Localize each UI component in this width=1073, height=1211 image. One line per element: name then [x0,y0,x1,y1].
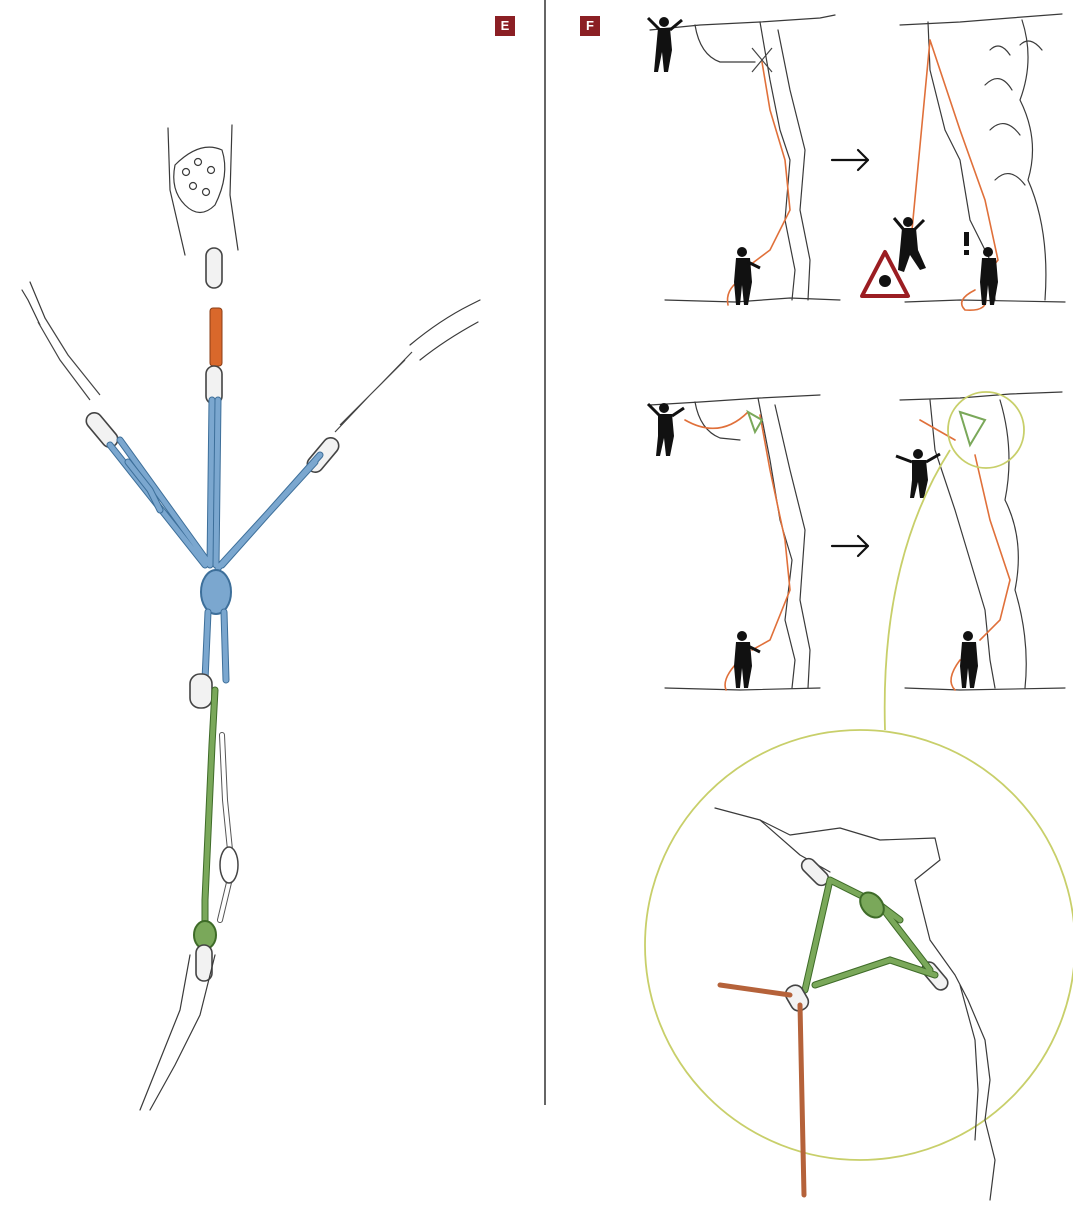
climber-figure-3 [648,403,684,456]
anchor-diagram-e [22,125,480,1110]
zoom-circle [645,730,1073,1160]
top-bolt [168,125,238,255]
green-rope [140,690,238,1110]
carabiner-top [206,248,222,288]
belayer-figure-4 [960,631,978,688]
arrow-right-icon [832,150,868,170]
master-carabiner [190,674,212,708]
orange-sling [210,308,222,366]
belayer-figure-2 [980,247,998,305]
climber-figure-4 [896,449,940,498]
overhand-knot [201,570,231,614]
coil [220,847,238,883]
scene-1-before [648,15,840,305]
scene-3-before [648,395,820,690]
left-anchor [22,282,121,450]
belayer-figure [734,247,760,305]
falling-climber [894,217,926,272]
carabiner-left [83,410,121,451]
right-anchor [304,300,480,475]
exclamation-icon [964,232,969,255]
climber-figure [648,17,682,72]
zoom-source-circle [948,392,1024,468]
scene-4-after [896,392,1065,690]
scene-2-after [862,14,1065,310]
zoom-detail [645,730,1073,1200]
blue-cordelette [110,400,320,680]
arrow-right-icon-2 [832,536,868,556]
belayer-figure-3 [734,631,760,688]
